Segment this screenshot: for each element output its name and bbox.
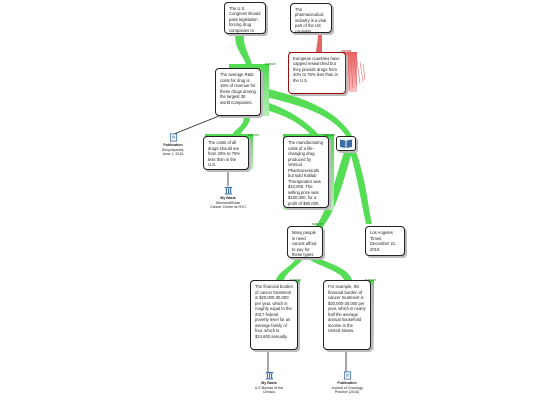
web-source-2-kind: My Basis — [261, 381, 277, 385]
book-icon — [340, 139, 352, 148]
source-la-text: Los Angeles Times, December 21, 2016 — [370, 230, 397, 252]
avg-tag: support — [265, 62, 276, 66]
web-source-1-text: MemorialSloan Cancer Center at NYC — [210, 200, 246, 210]
objection-support-text: European countries have capped researche… — [293, 56, 340, 83]
manufacturing-tag: support — [324, 133, 335, 137]
publication-2-text: Journal of Oncology Practice (2016) — [331, 385, 363, 395]
source-la-node[interactable]: Los Angeles Times, December 21, 2016 — [365, 226, 405, 256]
objection-node[interactable]: The pharmaceutical industry is a vital p… — [290, 3, 332, 33]
link-many-to-fin1 — [276, 256, 304, 280]
root-claim-text: The U.S. Congress should pass legislatio… — [229, 6, 261, 33]
reason-costs-text: The costs of all drugs should are from 2… — [208, 140, 241, 168]
many-tag: support — [312, 222, 323, 226]
reason-manufacturing-text: The manufacturing costs of a life-changi… — [288, 140, 323, 206]
building-icon — [265, 371, 273, 380]
reason-many-node[interactable]: Many people in need cannot afford to pay… — [287, 226, 323, 258]
publication-1-text: Encyclopedia, June 1, 2016 — [161, 147, 185, 157]
building-icon — [224, 186, 232, 195]
reason-fin1-node[interactable]: The financial burden of cancer treatment… — [250, 280, 298, 350]
link-root-to-avg — [235, 32, 252, 66]
fin2-tag: support — [365, 278, 376, 282]
reason-fin2-node[interactable]: For example, the financial burden of can… — [323, 280, 371, 350]
publication-source-2[interactable]: Publication Journal of Oncology Practice… — [328, 371, 366, 395]
reason-fin1-text: The financial burden of cancer treatment… — [255, 284, 293, 339]
publication-2-kind: Publication — [337, 381, 357, 385]
oppose-fringe — [347, 57, 366, 91]
reason-many-text: Many people in need cannot afford to pay… — [292, 230, 317, 258]
objection-support-node[interactable]: European countries have capped researche… — [288, 52, 346, 94]
reason-fin2-text: For example, the financial burden of can… — [328, 284, 366, 333]
reason-costs-node[interactable]: The costs of all drugs should are from 2… — [203, 136, 249, 170]
web-source-1-kind: My Basis — [220, 196, 236, 200]
web-source-2[interactable]: My Basis U.S Bureau of the Census — [252, 371, 286, 395]
root-claim-node[interactable]: The U.S. Congress should pass legislatio… — [224, 2, 266, 34]
reason-avg-text: The average R&D costs for drug is 16% of… — [220, 72, 256, 105]
link-avg-to-book — [262, 88, 352, 136]
objection-text: The pharmaceutical industry is a vital p… — [295, 7, 326, 33]
web-source-1[interactable]: My Basis MemorialSloan Cancer Center at … — [210, 186, 246, 210]
reason-avg-node[interactable]: The average R&D costs for drug is 16% of… — [215, 68, 261, 116]
link-avg-to-manufacturing — [258, 100, 320, 136]
web-source-2-text: U.S Bureau of the Census — [254, 385, 284, 395]
book-icon-node[interactable] — [336, 136, 356, 151]
publication-source-1[interactable]: Publication Encyclopedia, June 1, 2016 — [158, 133, 188, 157]
publication-icon — [343, 371, 351, 380]
objection-support-tag: oppose — [341, 49, 352, 53]
costs-tag: support — [248, 133, 259, 137]
link-many-to-fin2 — [304, 254, 352, 280]
publication-1-kind: Publication — [163, 143, 183, 147]
link-avg-to-costs — [232, 116, 250, 136]
reason-manufacturing-node[interactable]: The manufacturing costs of a life-changi… — [283, 136, 329, 208]
link-book-to-la — [350, 152, 372, 224]
publication-icon — [169, 133, 177, 142]
link-root-to-objection-support — [316, 32, 322, 54]
